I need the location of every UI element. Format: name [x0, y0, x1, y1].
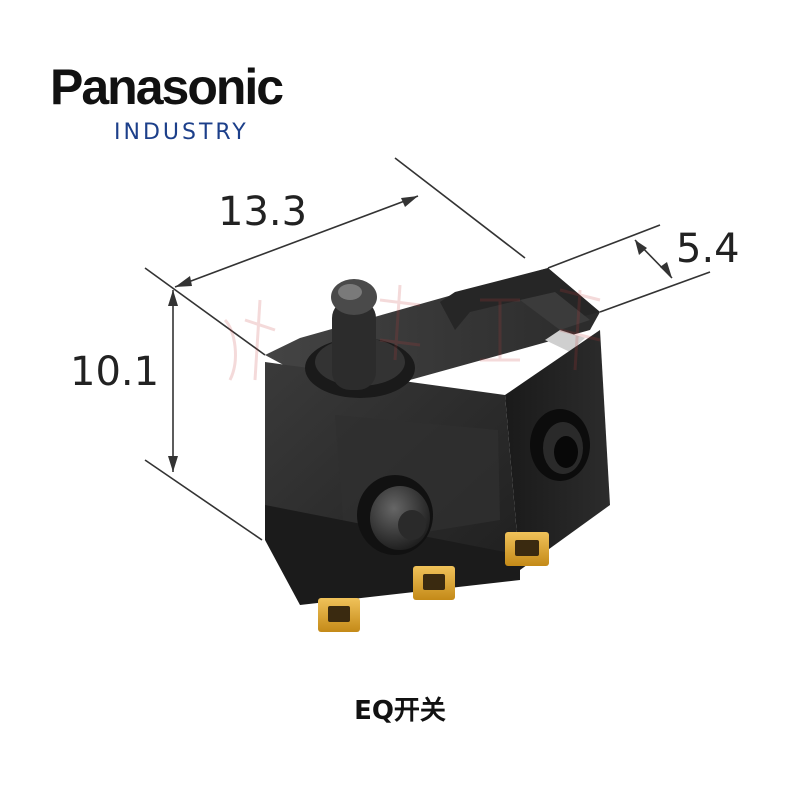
dimension-height-label: 10.1: [70, 349, 159, 395]
dimension-arrows: [168, 196, 672, 472]
terminals: [318, 532, 549, 632]
dimension-depth-label: 5.4: [676, 226, 740, 272]
terminal-middle: [413, 566, 455, 600]
plunger: [305, 279, 415, 398]
dimension-lines: [144, 157, 711, 541]
brand-logo: Panasonic INDUSTRY: [40, 58, 340, 158]
switch-body: [265, 268, 610, 605]
brand-name: Panasonic: [50, 59, 284, 115]
dimension-length-label: 13.3: [218, 189, 307, 235]
brand-division: INDUSTRY: [114, 120, 249, 145]
terminal-left: [318, 598, 360, 632]
terminal-right: [505, 532, 549, 566]
watermark: [223, 284, 601, 381]
product-caption: EQ开关: [354, 696, 446, 726]
front-button: [357, 475, 433, 555]
